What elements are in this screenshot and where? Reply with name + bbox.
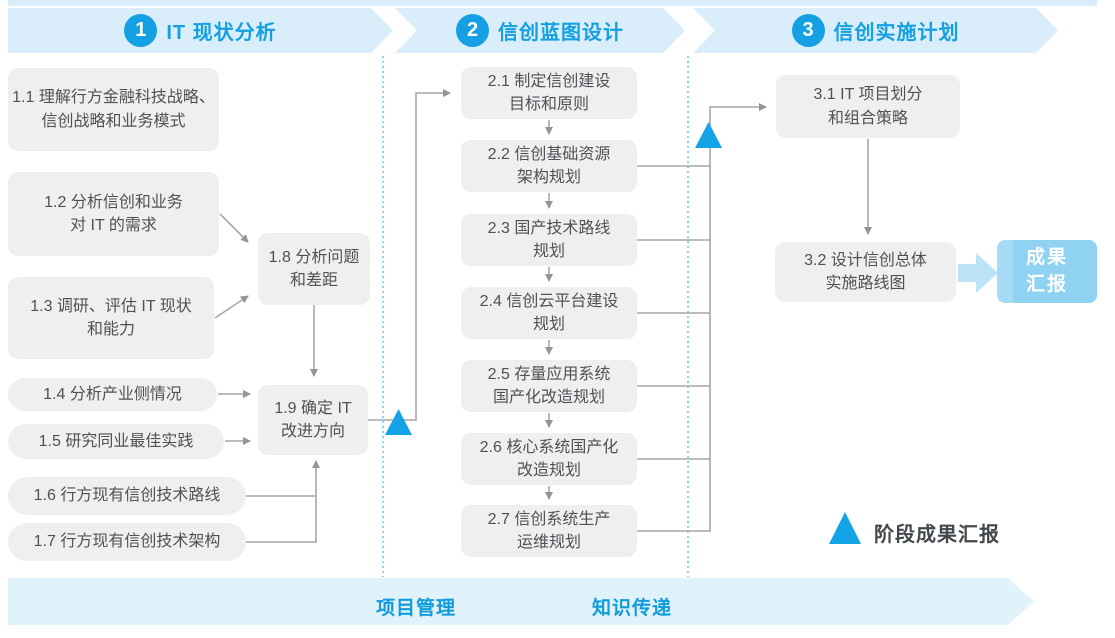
box-3-2: 3.2 设计信创总体 实施路线图 bbox=[775, 242, 956, 302]
box-2-3: 2.3 国产技术路线 规划 bbox=[461, 214, 637, 266]
phase-number-badge-3: 3 bbox=[792, 14, 825, 47]
box-1-7: 1.7 行方现有信创技术架构 bbox=[8, 523, 246, 561]
box-1-6: 1.6 行方现有信创技术路线 bbox=[8, 477, 246, 515]
box-2-1: 2.1 制定信创建设 目标和原则 bbox=[461, 67, 637, 119]
connector-collector-to-3-1 bbox=[637, 103, 767, 532]
legend-triangle-icon bbox=[829, 512, 861, 544]
phase-banner-2: 2 信创蓝图设计 bbox=[395, 8, 685, 53]
connector-1-2-to-1-8 bbox=[219, 213, 249, 243]
connector-1-7-to-1-9 bbox=[246, 460, 320, 543]
box-1-8: 1.8 分析问题 和差距 bbox=[258, 233, 370, 305]
phase-banner-1: 1 IT 现状分析 bbox=[8, 8, 393, 53]
connector-1-3-to-1-8 bbox=[214, 295, 249, 319]
result-arrow bbox=[958, 253, 998, 293]
phase-number-badge-1: 1 bbox=[124, 14, 157, 47]
box-1-5: 1.5 研究同业最佳实践 bbox=[8, 424, 224, 459]
bottom-label-knowledge-transfer: 知识传递 bbox=[592, 598, 673, 619]
phase-title-2: 信创蓝图设计 bbox=[498, 22, 624, 44]
box-1-4: 1.4 分析产业侧情况 bbox=[8, 378, 217, 411]
box-1-9: 1.9 确定 IT 改进方向 bbox=[258, 385, 368, 455]
milestone-triangle-1 bbox=[385, 409, 412, 435]
box-2-2: 2.2 信创基础资源 架构规划 bbox=[461, 140, 637, 192]
box-1-2: 1.2 分析信创和业务 对 IT 的需求 bbox=[8, 172, 219, 256]
legend-label: 阶段成果汇报 bbox=[874, 524, 1000, 546]
box-3-1: 3.1 IT 项目划分 和组合策略 bbox=[776, 75, 960, 138]
box-2-4: 2.4 信创云平台建设 规划 bbox=[461, 287, 637, 339]
top-strip bbox=[8, 0, 1097, 6]
phase-title-3: 信创实施计划 bbox=[833, 22, 960, 44]
phase-title-1: IT 现状分析 bbox=[166, 22, 277, 44]
milestone-triangle-2 bbox=[695, 122, 722, 148]
bottom-banner bbox=[8, 578, 1034, 625]
box-1-3: 1.3 调研、评估 IT 现状 和能力 bbox=[8, 277, 214, 359]
box-2-7: 2.7 信创系统生产 运维规划 bbox=[461, 505, 637, 557]
box-1-1: 1.1 理解行方金融科技战略、 信创战略和业务模式 bbox=[8, 68, 219, 151]
phase-banner-3: 3 信创实施计划 bbox=[693, 8, 1058, 53]
phase-number-badge-2: 2 bbox=[456, 14, 489, 47]
result-box: 成果 汇报 bbox=[997, 240, 1097, 303]
box-2-6: 2.6 核心系统国产化 改造规划 bbox=[461, 433, 637, 485]
box-2-5: 2.5 存量应用系统 国产化改造规划 bbox=[461, 360, 637, 412]
connector-1-9-to-2-1 bbox=[368, 89, 451, 421]
bottom-label-project-management: 项目管理 bbox=[376, 598, 457, 619]
